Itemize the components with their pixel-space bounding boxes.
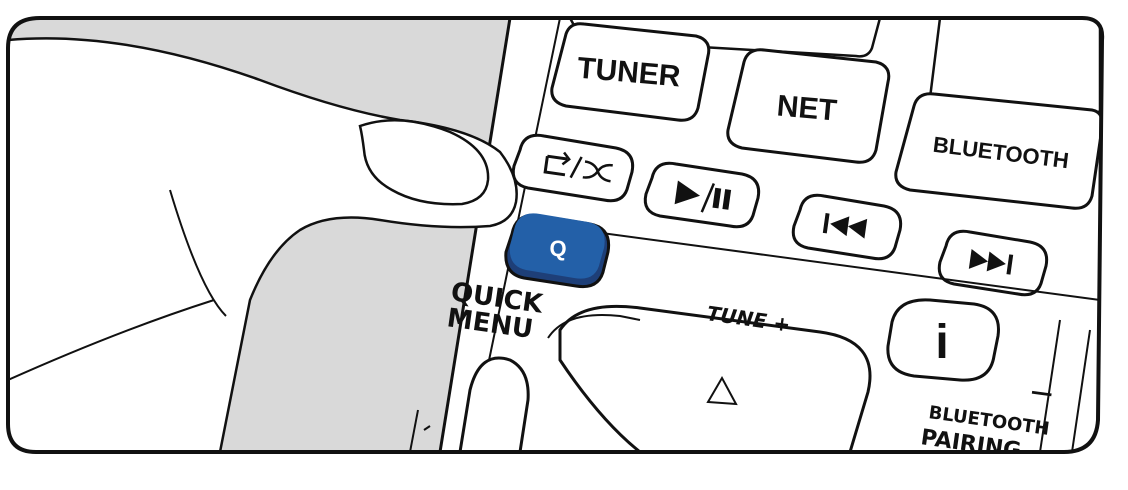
play-pause-button[interactable] bbox=[643, 161, 761, 229]
info-glyph: i bbox=[935, 316, 948, 369]
info-button[interactable]: i bbox=[886, 298, 1000, 382]
play-pause-icon bbox=[674, 180, 732, 213]
previous-track-icon bbox=[822, 213, 868, 239]
hand-illustration bbox=[8, 37, 518, 452]
frame-outline bbox=[6, 16, 1105, 454]
bluetooth-button[interactable]: BLUETOOTH bbox=[894, 92, 1103, 210]
net-button[interactable]: NET bbox=[726, 48, 891, 164]
tuner-button[interactable]: TUNER bbox=[550, 22, 711, 122]
quick-menu-glyph: Q bbox=[549, 236, 566, 261]
repeat-shuffle-button[interactable] bbox=[511, 133, 635, 203]
net-label: NET bbox=[776, 89, 839, 127]
next-track-icon bbox=[968, 249, 1014, 275]
triangle-up-icon bbox=[706, 375, 738, 406]
quick-menu-button[interactable]: Q bbox=[504, 213, 611, 289]
previous-track-button[interactable] bbox=[791, 193, 903, 261]
tune-rocker[interactable] bbox=[547, 304, 872, 452]
repeat-shuffle-icon bbox=[543, 151, 613, 183]
